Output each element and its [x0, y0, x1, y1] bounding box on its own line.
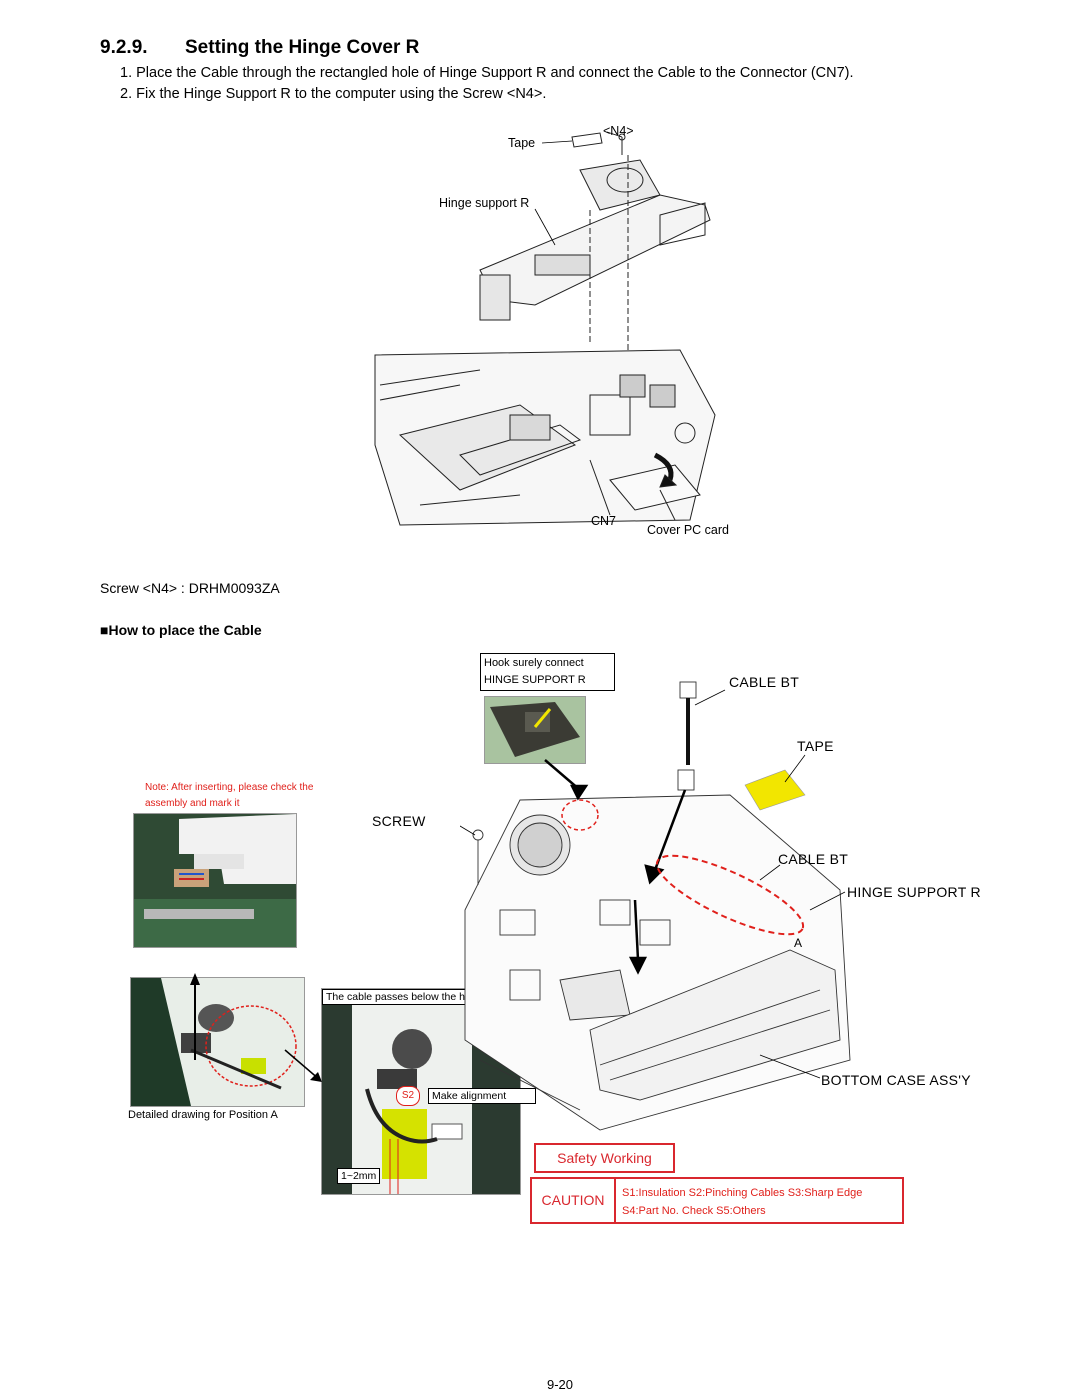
dimension-label: 1~2mm	[337, 1168, 381, 1184]
caution-label: CAUTION	[532, 1179, 616, 1222]
position-a-label: A	[794, 936, 803, 950]
hook-label-line1: Hook surely connect	[484, 657, 584, 669]
bottom-case-label: BOTTOM CASE ASS'Y	[821, 1072, 971, 1088]
cable-passes-label: The cable passes below the hook	[322, 989, 486, 1005]
caution-line2: S4:Part No. Check S5:Others	[622, 1205, 766, 1217]
caution-box: CAUTION S1:Insulation S2:Pinching Cables…	[530, 1177, 904, 1224]
section-heading: 9.2.9. Setting the Hinge Cover R	[100, 37, 419, 59]
detailed-drawing-caption: Detailed drawing for Position A	[128, 1109, 278, 1121]
hinge-support-r-label: HINGE SUPPORT R	[847, 884, 981, 900]
square-bullet-icon: ■	[100, 622, 109, 638]
n4-label: <N4>	[603, 124, 634, 138]
tape-label-2: TAPE	[797, 738, 834, 754]
safety-working-box: Safety Working	[534, 1143, 675, 1173]
tape-label: Tape	[508, 136, 536, 150]
red-note: Note: After inserting, please check the …	[145, 782, 314, 809]
subheading-text: How to place the Cable	[108, 622, 262, 638]
cable-routing-illustration	[460, 681, 851, 1131]
hook-photo	[484, 696, 586, 764]
s2-badge: S2	[396, 1086, 420, 1106]
photo-arrows	[190, 973, 322, 1082]
subheading: ■How to place the Cable	[100, 622, 262, 638]
section-title: Setting the Hinge Cover R	[185, 37, 420, 58]
cn7-label: CN7	[591, 514, 617, 528]
hinge-assembly-drawing	[374, 131, 716, 526]
hook-label-box: Hook surely connect HINGE SUPPORT R	[480, 653, 615, 691]
step-2: 2. Fix the Hinge Support R to the comput…	[120, 86, 547, 102]
cable-inserted-photo	[133, 813, 297, 948]
screw-label: SCREW	[372, 813, 426, 829]
cover-pc-card-label: Cover PC card	[647, 523, 729, 537]
hook-label-line2: HINGE SUPPORT R	[484, 674, 586, 686]
step-1: 1. Place the Cable through the rectangle…	[120, 65, 854, 81]
screw-note: Screw <N4> : DRHM0093ZA	[100, 580, 280, 596]
position-a-photo	[130, 977, 305, 1107]
make-alignment-label: Make alignment	[428, 1088, 536, 1104]
cable-bt-top-label: CABLE BT	[729, 674, 800, 690]
hinge-support-label: Hinge support R	[439, 196, 530, 210]
caution-line1: S1:Insulation S2:Pinching Cables S3:Shar…	[622, 1187, 863, 1199]
section-number: 9.2.9.	[100, 37, 148, 58]
cable-bt-mid-label: CABLE BT	[778, 851, 849, 867]
page-number: 9-20	[546, 1377, 574, 1392]
